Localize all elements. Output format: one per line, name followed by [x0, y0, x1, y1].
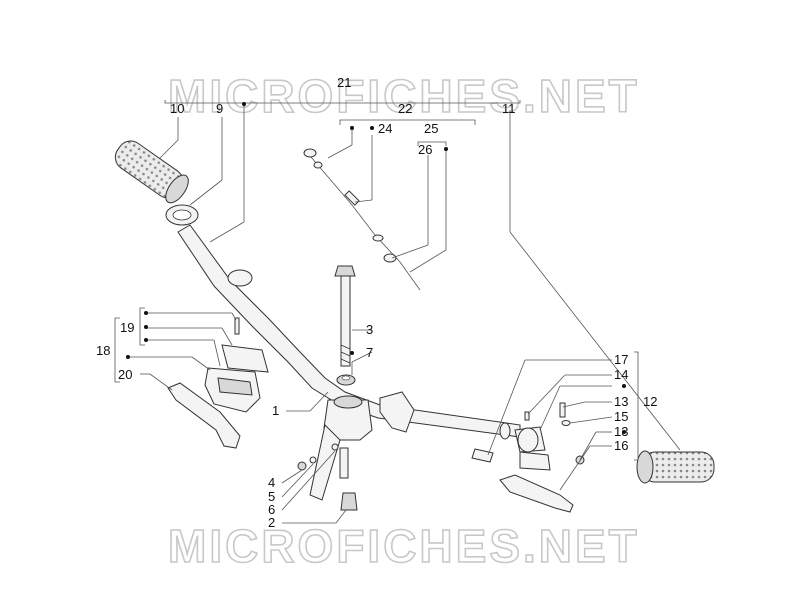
label-10: 10 — [170, 101, 184, 116]
stem-clamp — [309, 395, 373, 511]
label-12: 12 — [643, 394, 657, 409]
label-1: 1 — [272, 403, 279, 418]
right-mount-bracket — [379, 391, 415, 433]
label-26: 26 — [418, 142, 432, 157]
label-21: 21 — [337, 75, 351, 90]
label-18: 18 — [96, 343, 110, 358]
label-15: 15 — [614, 409, 628, 424]
part-labels: 21 10 9 22 11 24 25 26 3 7 19 18 20 1 4 … — [96, 75, 657, 530]
watermark-top: MICROFICHES.NET — [168, 70, 640, 122]
label-13-upper: 13 — [614, 394, 628, 409]
nut — [336, 374, 356, 386]
label-5: 5 — [268, 489, 275, 504]
label-2: 2 — [268, 515, 275, 530]
throttle-cable — [303, 148, 421, 291]
leader-lines — [114, 100, 681, 524]
label-22: 22 — [398, 101, 412, 116]
brake-master-cylinder — [204, 317, 269, 413]
label-13-lower: 13 — [614, 424, 628, 439]
label-3: 3 — [366, 322, 373, 337]
label-7: 7 — [366, 345, 373, 360]
label-19: 19 — [120, 320, 134, 335]
label-4: 4 — [268, 475, 275, 490]
screws-left — [297, 443, 339, 471]
label-25: 25 — [424, 121, 438, 136]
label-14: 14 — [614, 367, 628, 382]
steering-bolt — [334, 265, 356, 367]
label-11: 11 — [502, 101, 516, 116]
label-20: 20 — [118, 367, 132, 382]
label-6: 6 — [268, 502, 275, 517]
label-17: 17 — [614, 352, 628, 367]
right-grip — [636, 450, 715, 484]
left-grip — [114, 140, 189, 204]
label-16: 16 — [614, 438, 628, 453]
label-24: 24 — [378, 121, 392, 136]
label-9: 9 — [216, 101, 223, 116]
watermark-bottom: MICROFICHES.NET — [168, 520, 640, 572]
right-lever-assembly — [471, 402, 585, 513]
left-brake-lever — [167, 382, 241, 449]
reference-dots — [126, 102, 626, 434]
